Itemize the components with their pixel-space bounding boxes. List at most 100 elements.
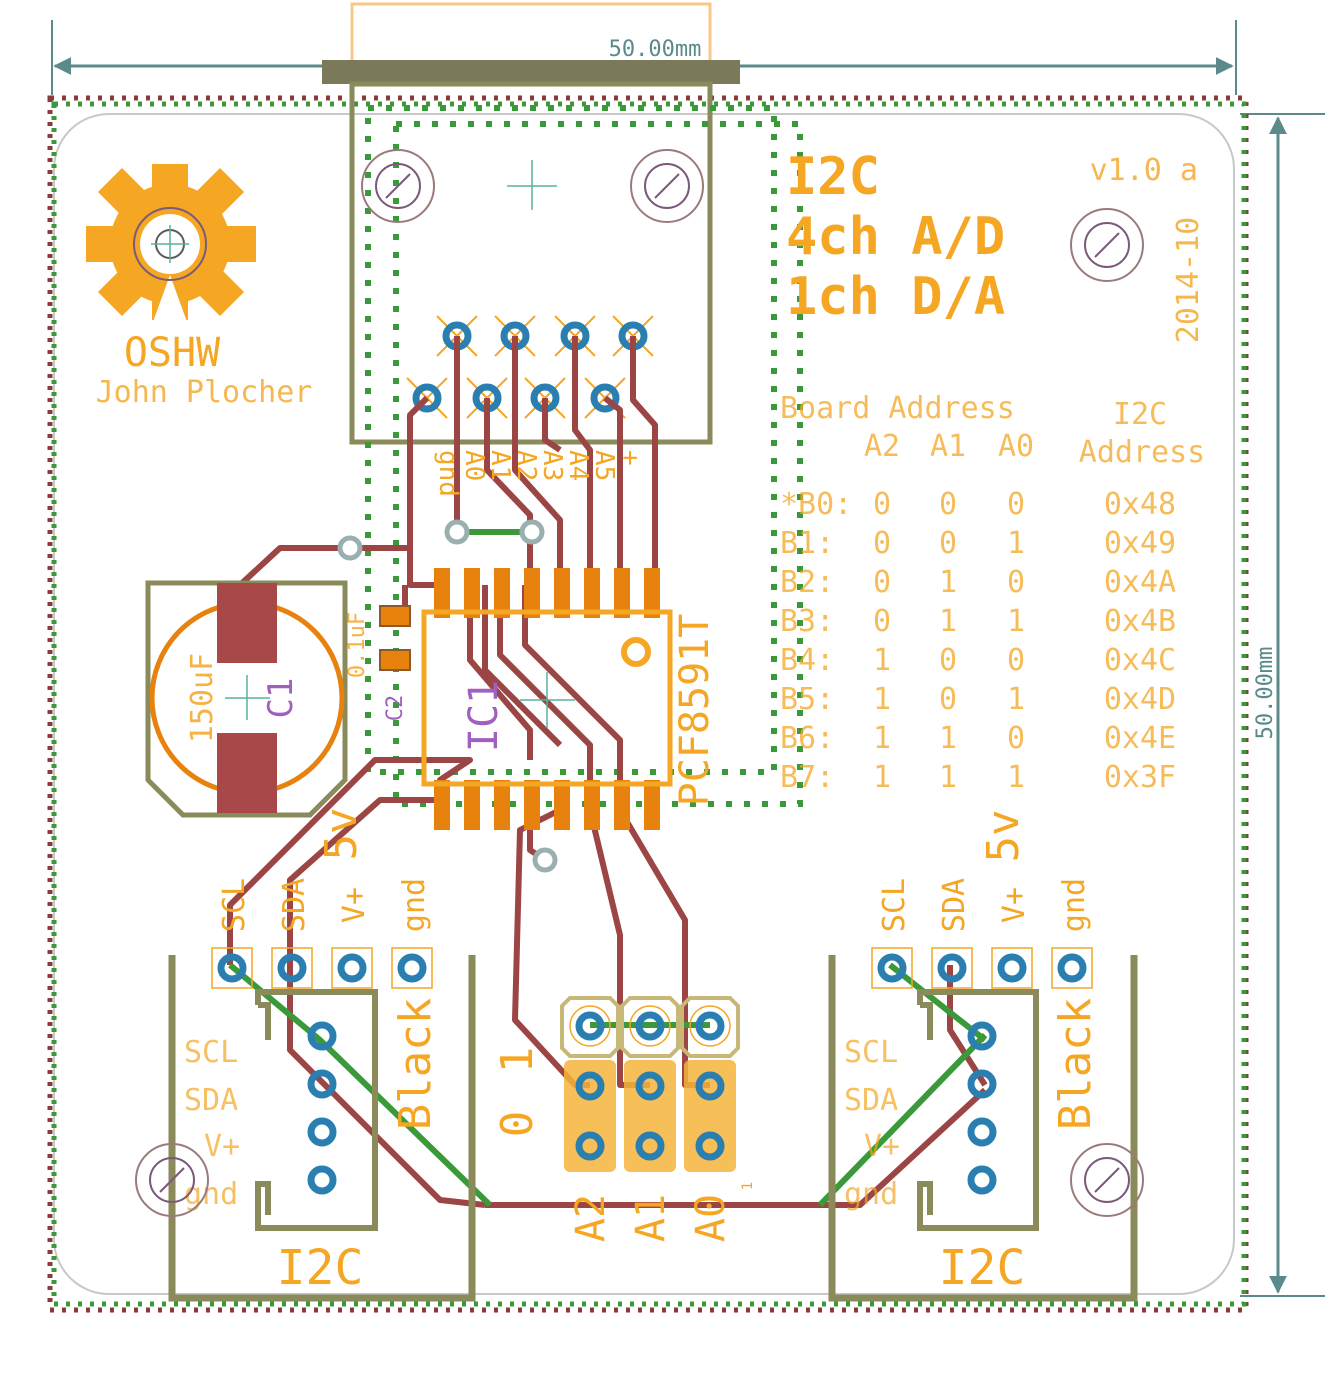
connector-left-voltage: 5v — [316, 808, 367, 861]
address-row-a0: 1 — [1007, 760, 1025, 795]
address-row-a0: 1 — [1007, 682, 1025, 717]
address-row-i2c: 0x4E — [1104, 721, 1176, 756]
jumper-label-0: 0 — [492, 1111, 543, 1138]
mount-hole-top-left — [361, 149, 435, 223]
header-pin-label: A3 — [537, 450, 567, 481]
connector-right-inner-label: gnd — [844, 1177, 898, 1212]
address-row-i2c: 0x4B — [1104, 604, 1176, 639]
c2-value: 0.1uF — [345, 612, 370, 678]
address-row-a2: 0 — [873, 565, 891, 600]
column-header-a1: A1 — [930, 429, 966, 464]
jumper-name: A1 — [628, 1194, 674, 1242]
address-row-a0: 1 — [1007, 526, 1025, 561]
address-row-a2: 0 — [873, 487, 891, 522]
connector-right-inner-label: V+ — [864, 1129, 900, 1164]
connector-left: SCL SDA V+ gnd 5v SCL SDA V+ gnd Black I… — [135, 808, 476, 1302]
address-row-a1: 0 — [939, 487, 957, 522]
header-pin-labels: gnd A0 A1 A2 A3 A4 A5 + — [433, 450, 645, 497]
address-row-i2c: 0x49 — [1104, 526, 1176, 561]
address-row-a2: 0 — [873, 526, 891, 561]
address-row-board: B4: — [780, 643, 834, 678]
address-row-a2: 1 — [873, 721, 891, 756]
header-pin-label: A2 — [511, 450, 541, 481]
connector-right-name: I2C — [939, 1240, 1026, 1296]
connector-left-pin-label: SCL — [217, 878, 252, 932]
connector-left-inner-label: V+ — [204, 1129, 240, 1164]
header-pin-label: + — [615, 450, 645, 466]
header-pin-label: A5 — [589, 450, 619, 481]
mount-hole-top-right — [630, 149, 704, 223]
address-row-a2: 1 — [873, 643, 891, 678]
address-row-board: B7: — [780, 760, 834, 795]
header-pin-label: A1 — [485, 450, 515, 481]
connector-left-pin-label: V+ — [337, 887, 372, 923]
dimension-horizontal-label: 50.00mm — [609, 37, 702, 62]
address-row-board: B2: — [780, 565, 834, 600]
address-row-board: B6: — [780, 721, 834, 756]
address-row-a1: 0 — [939, 526, 957, 561]
address-table-i2c-title: I2C — [1113, 397, 1167, 432]
c2-name: C2 — [383, 695, 408, 722]
address-table-i2c-title2: Address — [1079, 435, 1205, 470]
title-line: 4ch A/D — [786, 207, 1005, 267]
address-row-a0: 0 — [1007, 565, 1025, 600]
address-row-a0: 0 — [1007, 487, 1025, 522]
address-row-a1: 1 — [939, 565, 957, 600]
jumper-pin1-marker: 1 — [740, 1182, 756, 1190]
address-row-a2: 1 — [873, 682, 891, 717]
connector-left-name: I2C — [277, 1240, 364, 1296]
jumper-name: A2 — [568, 1194, 614, 1242]
column-header-a2: A2 — [864, 429, 900, 464]
connector-right-inner-label: SCL — [844, 1035, 898, 1070]
connector-right: SCL SDA V+ gnd 5v SCL SDA V+ gnd Black I… — [828, 810, 1144, 1302]
address-row-a1: 1 — [939, 721, 957, 756]
vias — [337, 519, 558, 873]
connector-left-color: Black — [390, 998, 441, 1130]
address-row-board: B5: — [780, 682, 834, 717]
connector-right-pin-label: gnd — [1057, 878, 1092, 932]
connector-left-inner-label: gnd — [184, 1177, 238, 1212]
ic1-part-number: PCF8591T — [672, 614, 718, 807]
dimension-vertical: 50.00mm — [1240, 113, 1325, 1297]
address-row-i2c: 0x4D — [1104, 682, 1176, 717]
connector-right-pin-label: SCL — [877, 878, 912, 932]
connector-left-inner-label: SCL — [184, 1035, 238, 1070]
address-row-a1: 0 — [939, 682, 957, 717]
c1-value: 150uF — [185, 653, 220, 743]
connector-right-pin-label: V+ — [997, 887, 1032, 923]
address-table: Board Address I2C Address A2 A1 A0 *B0: 0… — [780, 391, 1205, 795]
address-row-board: *B0: — [780, 487, 852, 522]
address-jumpers: 0 1 A2 A1 A0 1 — [492, 996, 756, 1242]
address-row-a1: 1 — [939, 604, 957, 639]
connector-left-pin-label: gnd — [397, 878, 432, 932]
address-row-a2: 0 — [873, 604, 891, 639]
connector-left-pin-label: SDA — [277, 878, 312, 932]
capacitor-c2: C2 0.1uF — [345, 605, 411, 722]
top-jack — [322, 2, 803, 807]
address-row-a0: 0 — [1007, 721, 1025, 756]
jack-pads — [406, 315, 654, 419]
address-row-i2c: 0x3F — [1104, 760, 1176, 795]
address-row-a2: 1 — [873, 760, 891, 795]
mount-hole-bottom-right — [1070, 1143, 1144, 1217]
column-header-a0: A0 — [998, 429, 1034, 464]
author-name: John Plocher — [96, 375, 313, 410]
connector-left-inner-label: SDA — [184, 1083, 238, 1118]
address-row-a1: 1 — [939, 760, 957, 795]
mount-hole-right — [1070, 208, 1144, 282]
address-row-i2c: 0x4A — [1104, 565, 1176, 600]
oshw-text: OSHW — [124, 330, 221, 376]
board-keepout-green — [51, 101, 1247, 1307]
connector-right-voltage: 5v — [978, 810, 1029, 863]
version-label: v1.0 a — [1090, 153, 1198, 188]
address-row-board: B1: — [780, 526, 834, 561]
mount-hole-bottom-left — [135, 1143, 209, 1217]
gear-icon — [86, 164, 256, 330]
address-table-title: Board Address — [780, 391, 1015, 426]
address-row-board: B3: — [780, 604, 834, 639]
c1-name: C1 — [261, 678, 301, 719]
date-label: 2014-10 — [1171, 217, 1206, 343]
header-pin-label: A0 — [459, 450, 489, 481]
header-pin-label: gnd — [433, 450, 463, 497]
oshw-logo: OSHW John Plocher — [86, 164, 312, 410]
